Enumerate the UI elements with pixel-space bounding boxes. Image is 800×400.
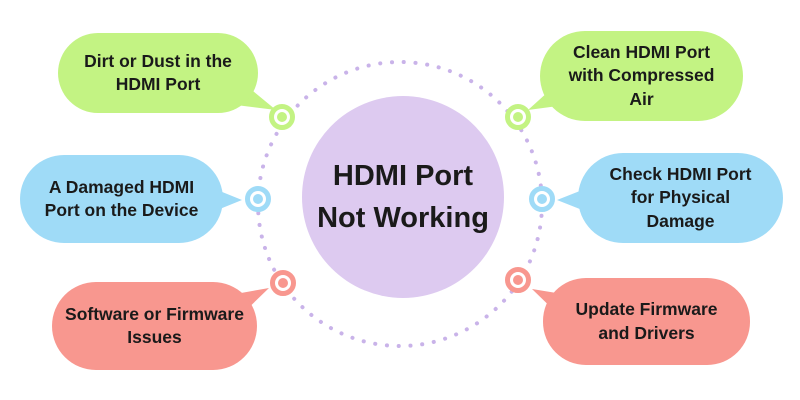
target-dot-core <box>513 112 523 122</box>
bubble-damaged-port: A Damaged HDMI Port on the Device <box>20 155 223 243</box>
bubble-update-firmware-drivers-label: Update Firmware and Drivers <box>575 299 718 343</box>
target-dot-core <box>253 194 263 204</box>
bubble-clean-port: Clean HDMI Port with Compressed Air <box>540 31 743 121</box>
bubble-check-port-damage: Check HDMI Port for Physical Damage <box>578 153 783 243</box>
bubble-software-firmware-issues-label: Software or Firmware Issues <box>65 303 244 347</box>
bubble-dirt-or-dust-label: Dirt or Dust in the HDMI Port <box>84 50 232 94</box>
bubble-update-firmware-drivers: Update Firmware and Drivers <box>543 278 750 365</box>
target-dot-core <box>277 112 287 122</box>
bubble-software-firmware-issues: Software or Firmware Issues <box>52 282 257 370</box>
target-dot-icon-lower-left <box>270 270 296 296</box>
center-topic-circle: HDMI Port Not Working <box>302 96 504 298</box>
target-dot-core <box>537 194 547 204</box>
bubble-damaged-port-label: A Damaged HDMI Port on the Device <box>44 176 199 220</box>
bubble-check-port-damage-label: Check HDMI Port for Physical Damage <box>609 164 752 231</box>
target-dot-icon-middle-right <box>529 186 555 212</box>
bubble-dirt-or-dust: Dirt or Dust in the HDMI Port <box>58 33 258 113</box>
bubble-clean-port-label: Clean HDMI Port with Compressed Air <box>568 42 715 109</box>
target-dot-icon-upper-left <box>269 104 295 130</box>
target-dot-core <box>278 278 288 288</box>
target-dot-icon-lower-right <box>505 267 531 293</box>
target-dot-icon-middle-left <box>245 186 271 212</box>
target-dot-icon-upper-right <box>505 104 531 130</box>
center-title: HDMI Port Not Working <box>317 159 489 234</box>
target-dot-core <box>513 275 523 285</box>
